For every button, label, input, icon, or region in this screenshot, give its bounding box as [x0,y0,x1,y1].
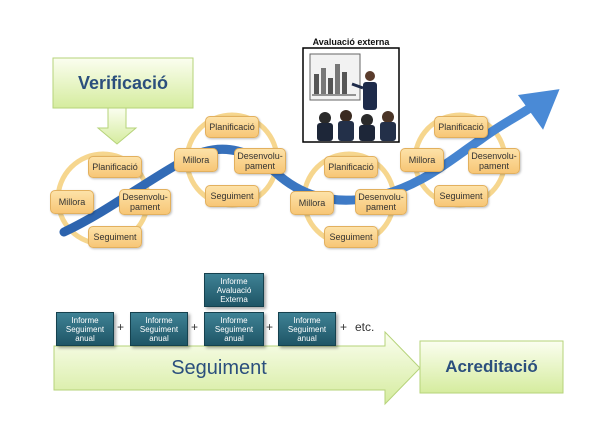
plus-sign-1: + [117,320,125,334]
informe-avaluacio-externa: Informe Avaluació Externa [204,273,264,307]
presentation-illustration [302,47,400,143]
cycle-3-seguiment: Seguiment [324,226,378,248]
informe-seguiment-4: Informe Seguiment anual [278,312,336,346]
cycle-3-planificacio: Planificació [324,156,378,178]
avaluacio-externa-label: Avaluació externa [312,37,390,47]
cycle-2-desenvolupament: Desenvolu- pament [234,148,286,174]
informe-seguiment-3: Informe Seguiment anual [204,312,264,346]
cycle-4-desenvolupament: Desenvolu- pament [468,148,520,174]
verificacio-box [52,57,194,109]
plus-sign-4: + [340,320,348,334]
informe-seguiment-1: Informe Seguiment anual [56,312,114,346]
cycle-2-seguiment: Seguiment [205,185,259,207]
informe-seguiment-2: Informe Seguiment anual [130,312,188,346]
cycle-3-millora: Millora [290,191,334,215]
etc-label: etc. [355,320,375,334]
cycle-1-seguiment: Seguiment [88,226,142,248]
cycle-2-millora: Millora [174,148,218,172]
plus-sign-2: + [191,320,199,334]
cycle-4-planificacio: Planificació [434,116,488,138]
verificacio-down-arrow [96,107,138,145]
cycle-4-seguiment: Seguiment [434,185,488,207]
seguiment-band-label: Seguiment [171,356,267,379]
acreditacio-box [419,340,564,394]
progress-arrow-head [517,89,560,130]
verificacio-label: Verificació [77,72,169,93]
cycle-4-millora: Millora [400,148,444,172]
cycle-3-desenvolupament: Desenvolu- pament [355,189,407,215]
acreditacio-label: Acreditació [445,357,538,376]
cycle-1-planificacio: Planificació [88,156,142,178]
seguiment-band-arrow [53,330,421,406]
cycle-1-desenvolupament: Desenvolu- pament [119,189,171,215]
cycle-1-millora: Millora [50,190,94,214]
cycle-2-planificacio: Planificació [205,116,259,138]
plus-sign-3: + [266,320,274,334]
